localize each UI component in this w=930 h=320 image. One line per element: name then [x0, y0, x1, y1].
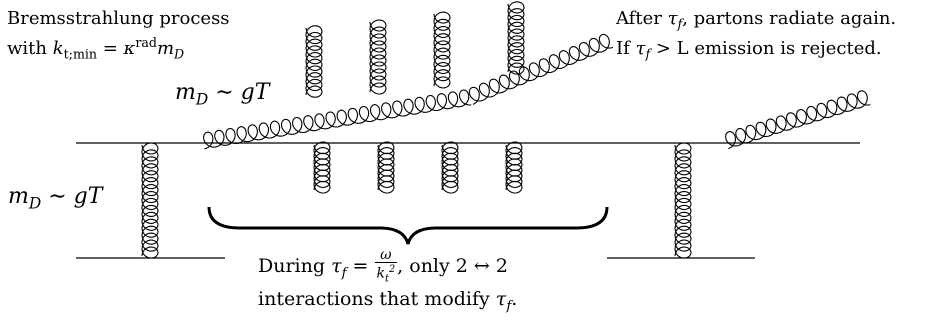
second-emission-gluon	[725, 90, 871, 150]
medium-gluon-lower-4	[505, 141, 523, 194]
after-tau-label: After τf, partons radiate again. If τf >…	[616, 8, 897, 62]
radiated-gluon-b	[468, 33, 614, 105]
medium-gluon-upper-3	[433, 11, 451, 89]
interactions-label: interactions that modify τf.	[258, 288, 518, 314]
parton-lines	[76, 142, 860, 259]
exchange-gluon-left	[141, 142, 159, 259]
medium-gluon-lower-1	[313, 141, 331, 194]
exchange-gluon-right	[674, 142, 692, 259]
bremsstrahlung-label: Bremsstrahlung process with kt;min = κra…	[7, 8, 230, 62]
medium-gluon-upper-1	[305, 25, 323, 98]
radiated-gluon-a	[203, 89, 472, 150]
brace	[207, 206, 609, 245]
medium-gluon-lower-2	[377, 141, 395, 194]
medium-gluon-lower-3	[441, 141, 459, 194]
gluon-springs	[141, 1, 871, 259]
medium-gluon-upper-4	[507, 1, 525, 75]
medium-gluon-upper-2	[369, 19, 387, 95]
debye-mass-upper-label: mD ∼ gT	[175, 80, 270, 109]
debye-mass-left-label: mD ∼ gT	[8, 184, 103, 213]
